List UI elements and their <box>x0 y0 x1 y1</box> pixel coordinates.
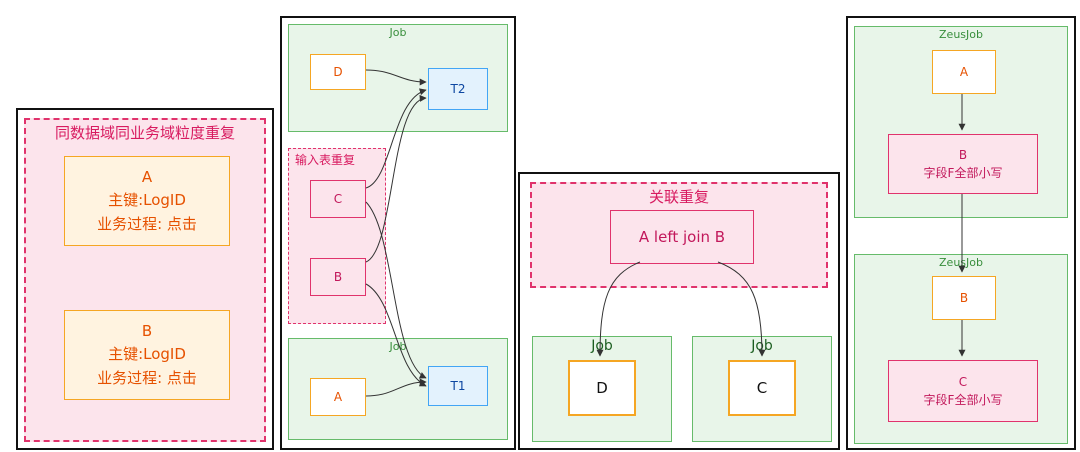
node-c[interactable]: C <box>310 180 366 218</box>
node-a[interactable]: A 主键:LogID 业务过程: 点击 <box>64 156 230 246</box>
node-b-key: 主键:LogID <box>108 345 186 364</box>
node-a-process: 业务过程: 点击 <box>97 214 197 233</box>
node-b[interactable]: B 主键:LogID 业务过程: 点击 <box>64 310 230 400</box>
node-b[interactable]: B <box>310 258 366 296</box>
node-b-name: B <box>958 148 968 162</box>
node-b-desc: 字段F全部小写 <box>923 166 1003 180</box>
job-top-title: Job <box>389 26 407 39</box>
node-b2[interactable]: B <box>932 276 996 320</box>
node-c[interactable]: C 字段F全部小写 <box>888 360 1038 422</box>
node-d[interactable]: D <box>310 54 366 90</box>
input-table-group-title: 输入表重复 <box>295 153 356 167</box>
zeusjob-top-title: ZeusJob <box>939 28 983 41</box>
panel-granularity-duplicate: 同数据域同业务域粒度重复 A 主键:LogID 业务过程: 点击 B 主键:Lo… <box>16 108 274 450</box>
node-b[interactable]: B 字段F全部小写 <box>888 134 1038 194</box>
job-bottom-title: Job <box>389 340 407 353</box>
join-group-title: 关联重复 <box>648 188 709 206</box>
panel-input-duplicate: Job 输入表重复 Job D T2 C B A T1 <box>280 16 516 450</box>
node-c[interactable]: C <box>728 360 796 416</box>
zeusjob-bottom-title: ZeusJob <box>939 256 983 269</box>
join-node[interactable]: A left join B <box>610 210 754 264</box>
node-c-desc: 字段F全部小写 <box>923 393 1003 407</box>
node-a-key: 主键:LogID <box>108 191 186 210</box>
job-left-title: Job <box>591 338 613 354</box>
panel-join-duplicate: 关联重复 A left join B Job Job D C <box>518 172 840 450</box>
granularity-group-title: 同数据域同业务域粒度重复 <box>54 124 235 142</box>
node-d[interactable]: D <box>568 360 636 416</box>
panel-field-duplicate: ZeusJob ZeusJob A B 字段F全部小写 B C 字段F全部小写 <box>846 16 1076 450</box>
granularity-group: 同数据域同业务域粒度重复 A 主键:LogID 业务过程: 点击 B 主键:Lo… <box>24 118 266 442</box>
node-a[interactable]: A <box>932 50 996 94</box>
node-c-name: C <box>958 375 968 389</box>
node-a-name: A <box>141 168 153 187</box>
node-a[interactable]: A <box>310 378 366 416</box>
node-t1[interactable]: T1 <box>428 366 488 406</box>
input-table-group: 输入表重复 <box>288 148 386 324</box>
node-b-process: 业务过程: 点击 <box>97 368 197 387</box>
job-right-title: Job <box>751 338 773 354</box>
node-t2[interactable]: T2 <box>428 68 488 110</box>
node-b-name: B <box>141 322 153 341</box>
